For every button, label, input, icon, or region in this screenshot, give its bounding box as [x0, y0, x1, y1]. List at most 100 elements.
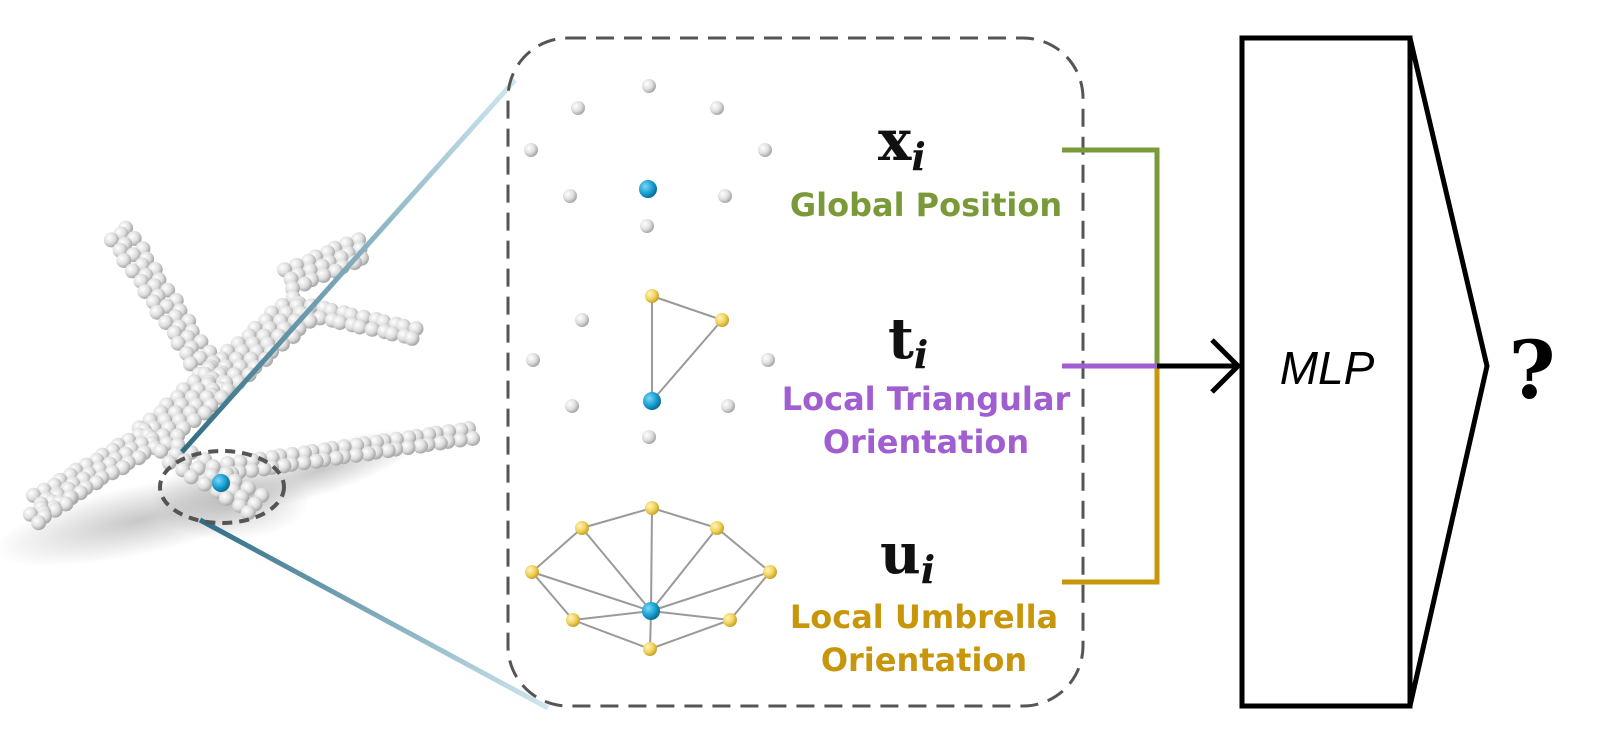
- gray-point: [565, 399, 579, 413]
- umbrella-spoke: [650, 527, 718, 612]
- airplane-point: [352, 319, 368, 335]
- umbrella-ring-edge: [716, 527, 771, 573]
- gray-point: [721, 399, 735, 413]
- gray-point: [710, 101, 724, 115]
- airplane-point: [240, 505, 256, 521]
- airplane-point: [218, 490, 234, 506]
- triangular-label-line2: Orientation: [823, 423, 1029, 461]
- symbol-x: xi: [878, 108, 926, 179]
- neighbor-point: [566, 613, 580, 627]
- airplane-point: [276, 458, 292, 474]
- umbrella-spoke: [581, 527, 652, 612]
- query-point: [639, 180, 657, 198]
- airplane-point: [149, 304, 165, 320]
- umbrella-label-line2: Orientation: [821, 641, 1027, 679]
- umbrella-label-line1: Local Umbrella: [790, 598, 1058, 636]
- airplane-point: [103, 232, 119, 248]
- neighbor-point: [645, 289, 659, 303]
- airplane-point: [316, 267, 331, 283]
- umbrella-spoke: [531, 571, 652, 612]
- umbrella-ring-edge: [581, 507, 653, 529]
- umbrella-spoke: [572, 610, 652, 621]
- airplane-point: [452, 432, 468, 448]
- gray-point: [524, 143, 538, 157]
- gray-point: [640, 219, 654, 233]
- symbol-u: ui: [880, 521, 935, 592]
- airplane-point: [364, 321, 380, 337]
- umbrella-ring-edge: [651, 507, 718, 529]
- airplane-point: [158, 315, 174, 330]
- airplane-point: [197, 405, 213, 421]
- zoom-line-bottom: [198, 517, 550, 711]
- gray-point: [758, 143, 772, 157]
- umbrella-spoke: [650, 507, 653, 612]
- airplane-query-point: [212, 474, 230, 492]
- umbrella-spoke: [650, 610, 731, 621]
- umbrella-ring-edge: [729, 571, 771, 621]
- airplane-point: [153, 443, 169, 459]
- neighbor-point: [575, 521, 589, 535]
- airplane-point: [186, 413, 202, 429]
- neighbor-point: [723, 613, 737, 627]
- airplane-spheres: [22, 220, 481, 531]
- global-position-label: Global Position: [790, 186, 1062, 224]
- query-point: [642, 602, 660, 620]
- zoom-line-top: [180, 78, 517, 454]
- neighbor-point: [525, 565, 539, 579]
- symbol-t: ti: [888, 306, 928, 377]
- neighbor-point: [763, 565, 777, 579]
- triangle-edge: [651, 295, 723, 321]
- global-position-points: [524, 79, 772, 233]
- global-connector: [1062, 147, 1160, 366]
- query-point: [643, 392, 661, 410]
- airplane-point: [116, 253, 132, 268]
- airplane-point: [308, 453, 324, 469]
- output-question-mark: ?: [1509, 323, 1556, 417]
- gray-point: [575, 313, 589, 327]
- neighbor-point: [643, 642, 657, 656]
- gray-point: [526, 353, 540, 367]
- airplane-point: [182, 356, 198, 372]
- airplane-point: [244, 462, 259, 478]
- airplane-point: [328, 450, 344, 466]
- airplane-point: [432, 435, 448, 451]
- arrow-head: [1210, 338, 1242, 394]
- gray-point: [718, 189, 732, 203]
- triangular-label-line1: Local Triangular: [782, 380, 1071, 418]
- airplane-point: [170, 335, 186, 351]
- airplane-point: [400, 440, 416, 456]
- neighbor-point: [715, 313, 729, 327]
- feature-dashed-box: [506, 36, 1085, 708]
- mlp-output-triangle: [1407, 37, 1490, 707]
- airplane-point: [137, 284, 153, 299]
- gray-point: [642, 79, 656, 93]
- airplane-point: [380, 443, 396, 459]
- umbrella-ring-edge: [531, 571, 574, 621]
- airplane-point: [31, 515, 47, 531]
- mlp-label: MLP: [1280, 342, 1375, 394]
- airplane-point: [302, 313, 318, 329]
- umbrella-connector: [1062, 366, 1160, 585]
- airplane-point: [360, 446, 376, 462]
- airplane-point: [124, 263, 140, 279]
- umbrella-spoke: [650, 571, 771, 612]
- neighbor-point: [710, 521, 724, 535]
- airplane-point: [197, 476, 212, 492]
- gray-point: [642, 430, 656, 444]
- umbrella-ring-edge: [531, 527, 583, 573]
- airplane-point: [161, 455, 177, 471]
- umbrella-ring-edge: [649, 619, 731, 650]
- airplane-point: [332, 315, 348, 330]
- gray-point: [563, 189, 577, 203]
- mlp-box: [1239, 35, 1413, 709]
- airplane-point: [404, 330, 420, 346]
- triangle-edge: [651, 319, 723, 402]
- neighbor-point: [645, 501, 659, 515]
- airplane-point: [256, 461, 272, 477]
- airplane-point: [348, 447, 364, 463]
- local-triangle-points: [526, 289, 775, 444]
- local-umbrella-points: [525, 501, 777, 656]
- airplane-point: [297, 276, 312, 292]
- airplane-point: [296, 455, 312, 471]
